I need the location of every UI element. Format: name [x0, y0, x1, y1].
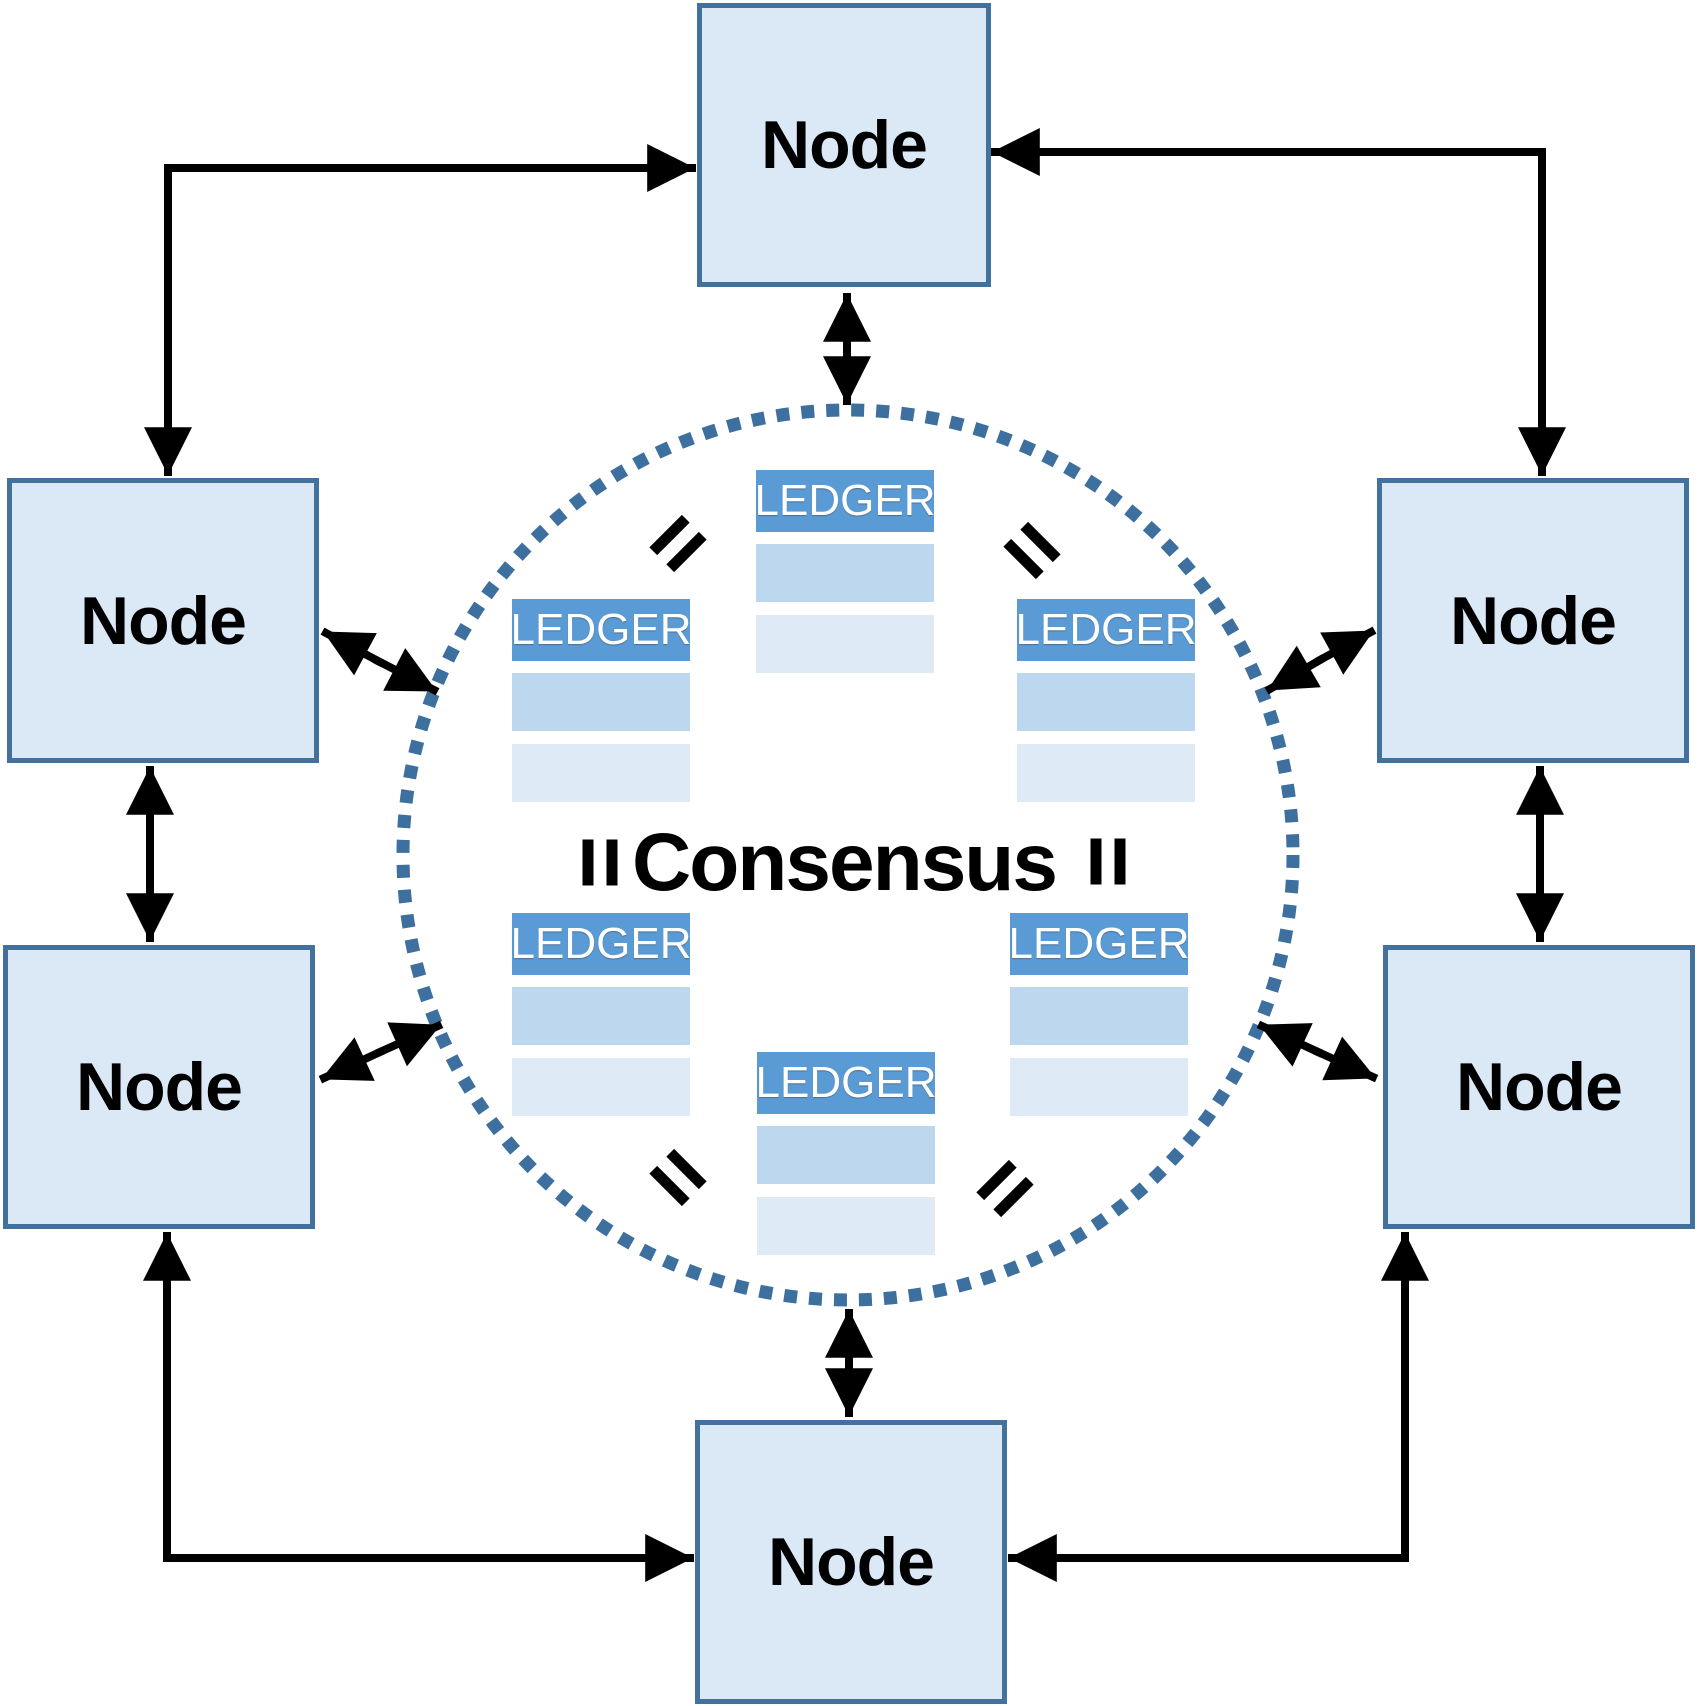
- ledger-row: [512, 673, 690, 731]
- node-box-right-lower: Node: [1383, 945, 1695, 1229]
- ledger-row: [512, 744, 690, 802]
- ledger-header: LEDGER: [1016, 599, 1196, 661]
- node-label: Node: [768, 1524, 935, 1600]
- node-label: Node: [76, 1049, 243, 1125]
- ledger-header: LEDGER: [1009, 913, 1189, 975]
- arrow-rightlower-ring-in: [1312, 1036, 1379, 1083]
- node-box-bottom: Node: [695, 1420, 1007, 1704]
- arrow-leftupper-ring-out: [372, 648, 440, 696]
- ledger-table-bottom: LEDGER: [756, 1052, 936, 1255]
- node-box-left-lower: Node: [3, 945, 315, 1229]
- ledger-row: [756, 615, 934, 673]
- ledger-header: LEDGER: [755, 470, 935, 532]
- equals-icon: [649, 514, 707, 573]
- ledger-table-left-lower: LEDGER: [511, 913, 691, 1116]
- ledger-table-right-upper: LEDGER: [1016, 599, 1196, 802]
- ledger-row: [756, 544, 934, 602]
- arrow-rightupper-ring-in: [1314, 626, 1377, 675]
- arrow-rightlower-ring-out: [1256, 1020, 1324, 1067]
- node-box-left-upper: Node: [7, 478, 319, 763]
- node-box-right-upper: Node: [1377, 478, 1689, 763]
- node-label: Node: [80, 582, 247, 659]
- equals-icon: [1090, 838, 1126, 885]
- arrow-leftlower-ring-out: [374, 1020, 444, 1067]
- ledger-table-left-upper: LEDGER: [511, 599, 691, 802]
- ledger-row: [1010, 1058, 1188, 1116]
- arrow-leftlower-ring-in: [318, 1037, 386, 1084]
- ledger-row: [1017, 673, 1195, 731]
- consensus-label: Consensus: [632, 817, 1058, 908]
- node-label: Node: [1450, 582, 1617, 659]
- node-box-top: Node: [697, 3, 991, 287]
- equals-icon: [1003, 521, 1061, 580]
- node-label: Node: [1456, 1049, 1623, 1125]
- ledger-table-right-lower: LEDGER: [1009, 913, 1189, 1116]
- arrow-leftupper-ring-in: [320, 627, 384, 676]
- ledger-header: LEDGER: [756, 1052, 936, 1114]
- equals-icon: [649, 1148, 707, 1207]
- ledger-header: LEDGER: [511, 913, 691, 975]
- equals-icon: [976, 1159, 1034, 1218]
- node-label: Node: [761, 107, 928, 183]
- ledger-row: [512, 987, 690, 1045]
- arrow-rightupper-ring-out: [1264, 645, 1326, 695]
- ledger-row: [757, 1197, 935, 1255]
- ledger-header: LEDGER: [511, 599, 691, 661]
- ledger-row: [512, 1058, 690, 1116]
- ledger-row: [1017, 744, 1195, 802]
- equals-icon: [582, 839, 618, 886]
- ledger-table-top: LEDGER: [755, 470, 935, 673]
- ledger-row: [757, 1126, 935, 1184]
- ledger-row: [1010, 987, 1188, 1045]
